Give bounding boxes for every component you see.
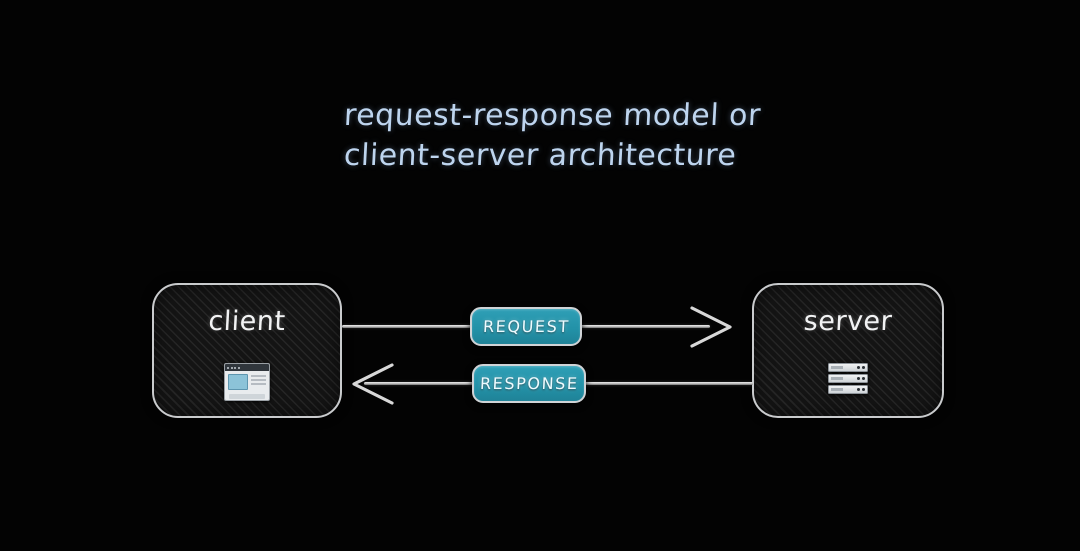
server-rack-unit [828,385,868,394]
rack-led [862,377,865,380]
server-rack-unit [828,363,868,372]
node-server-icon-wrap [754,363,942,394]
rack-led [857,366,860,369]
node-client-icon-wrap [154,363,340,401]
node-server-label: server [802,306,894,337]
browser-image-placeholder [228,374,248,390]
response-line-right [583,382,753,385]
rack-slot [831,388,843,391]
arrowhead-to-client-icon [348,363,394,407]
node-client[interactable]: client [152,283,342,418]
rack-leds [857,388,865,391]
badge-request-label: REQUEST [482,317,570,336]
rack-slot [831,377,843,380]
rack-led [862,388,865,391]
browser-dot [234,366,236,369]
badge-response[interactable]: RESPONSE [472,364,586,403]
browser-titlebar [225,364,269,371]
browser-dot [237,366,240,369]
request-line-left [342,325,472,328]
rack-led [857,377,860,380]
badge-request[interactable]: REQUEST [470,307,582,346]
badge-response-label: RESPONSE [479,374,579,393]
browser-dot [230,366,233,369]
page-title: request-response model or client-server … [343,96,784,176]
browser-dot [227,366,229,369]
browser-text-line [251,379,266,381]
title-line-1: request-response model or [343,98,762,133]
request-line-right [580,325,710,328]
node-server[interactable]: server [752,283,944,418]
browser-text-lines [251,374,266,390]
node-client-label: client [207,306,287,337]
browser-window-icon [224,363,270,401]
rack-leds [857,366,865,369]
server-rack-icon [828,363,868,394]
browser-content [225,371,269,393]
arrowhead-to-server-icon [690,306,736,350]
rack-leds [857,377,865,380]
server-rack-unit [828,374,868,383]
rack-led [862,366,865,369]
browser-text-line [251,383,266,385]
rack-slot [831,366,843,369]
response-line-left [364,382,476,385]
title-line-2: client-server architecture [343,138,738,173]
rack-led [857,388,860,391]
browser-text-line [251,375,266,377]
browser-footer-bar [229,394,265,399]
